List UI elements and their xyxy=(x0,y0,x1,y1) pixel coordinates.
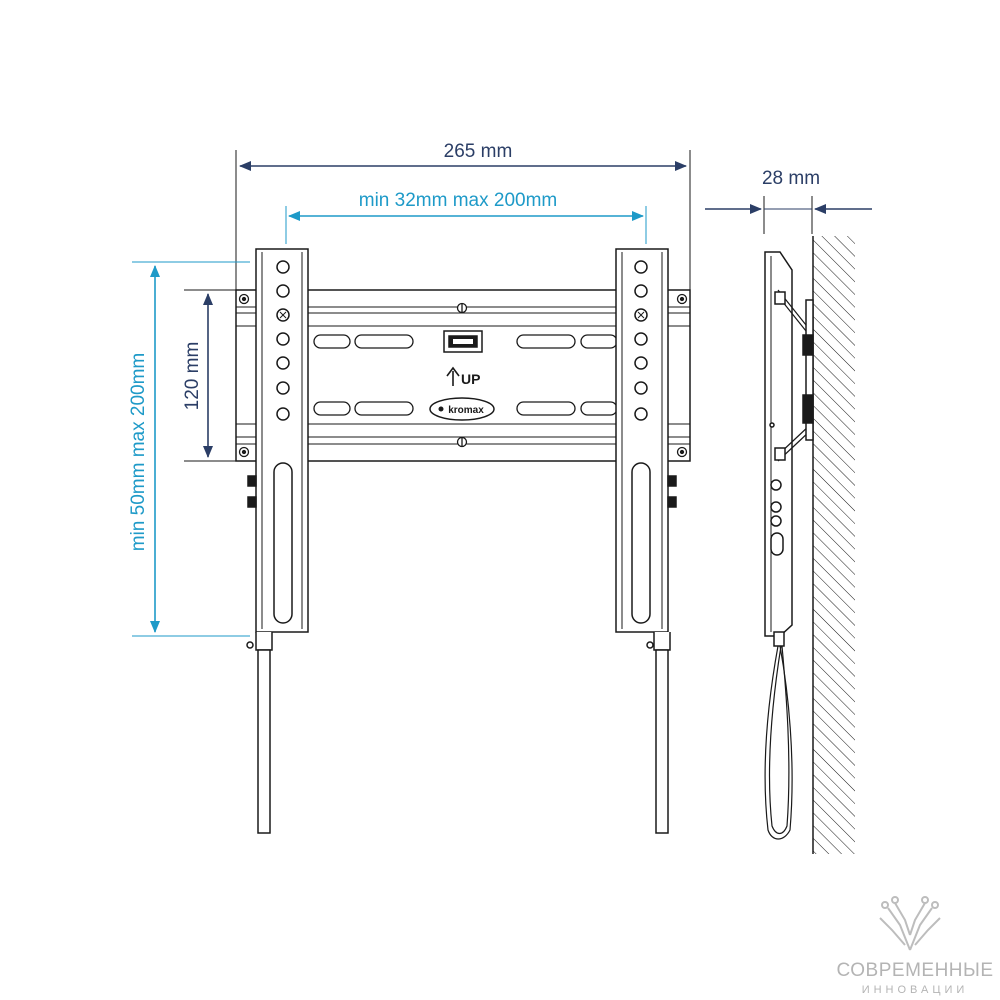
watermark-line1: СОВРЕМЕННЫЕ xyxy=(836,960,993,981)
lock-latch-icon xyxy=(443,330,483,353)
depth-label: 28 mm xyxy=(762,168,820,189)
dimension-vertical-vesa: min 50mm max 200mm xyxy=(128,261,250,637)
brand-logo: kromax xyxy=(429,397,495,421)
up-label: UP xyxy=(461,371,480,387)
dimension-depth: 28 mm xyxy=(705,168,872,234)
wall-plate-slots xyxy=(313,334,618,416)
dimension-horizontal-vesa: min 32mm max 200mm xyxy=(285,190,647,244)
horizontal-vesa-label: min 32mm max 200mm xyxy=(359,190,558,211)
plate-screw-holes xyxy=(238,293,688,458)
vertical-vesa-label: min 50mm max 200mm xyxy=(128,353,149,552)
wall-section xyxy=(812,236,855,854)
right-bracket-arm xyxy=(615,248,677,834)
brand-logo-text: kromax xyxy=(448,405,484,416)
total-width-label: 265 mm xyxy=(444,141,513,162)
left-bracket-arm xyxy=(246,248,309,834)
watermark-line2: ИННОВАЦИИ xyxy=(862,984,969,996)
side-view-bracket xyxy=(764,251,814,647)
dimension-total-width: 265 mm xyxy=(235,141,691,360)
safety-cord xyxy=(764,645,793,840)
watermark-logo-icon xyxy=(879,896,941,951)
up-arrow-icon: UP xyxy=(446,366,480,387)
dimension-vertical-spacing: 120 mm xyxy=(182,289,236,462)
vertical-spacing-label: 120 mm xyxy=(182,342,203,411)
